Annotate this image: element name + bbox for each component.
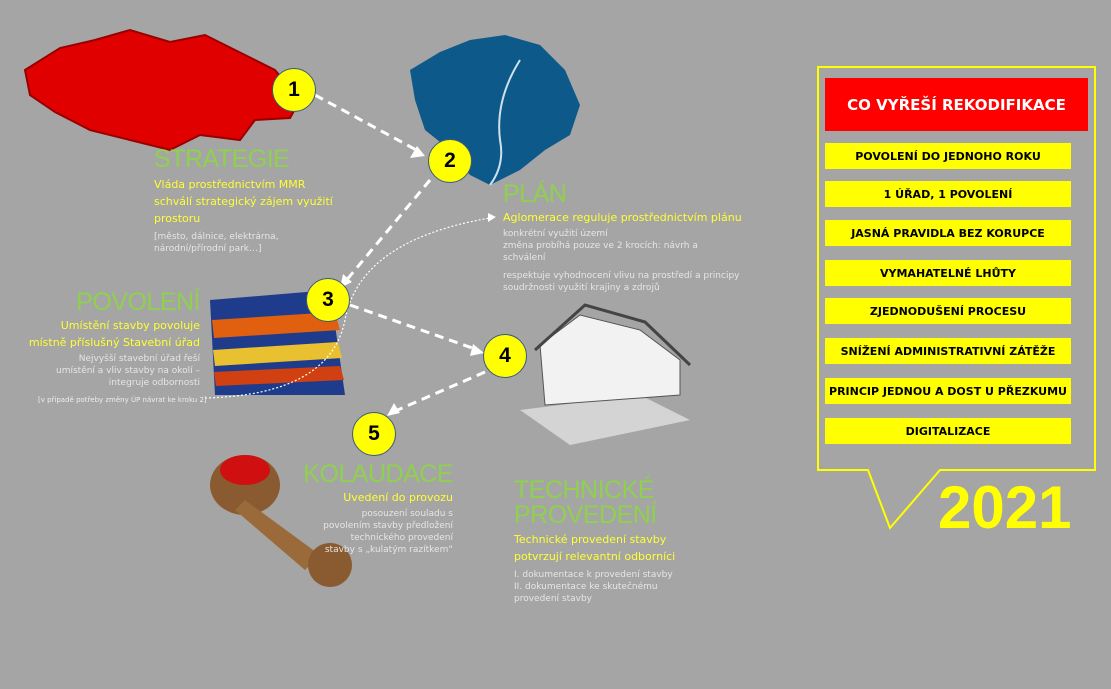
panel-item: PRINCIP JEDNOU A DOST U PŘEZKUMU xyxy=(825,378,1071,404)
step-3-badge: 3 xyxy=(306,278,350,322)
panel-item: ZJEDNODUŠENÍ PROCESU xyxy=(825,298,1071,324)
step-detail: konkrétní využití území xyxy=(503,229,608,239)
czech-map-image xyxy=(23,28,302,152)
step-detail: I. dokumentace k provedení stavby xyxy=(514,570,673,580)
step-subtitle: Technické provedení stavby potvrzují rel… xyxy=(514,533,676,563)
panel-item: 1 ÚŘAD, 1 POVOLENÍ xyxy=(825,181,1071,207)
step-kolaudace: KOLAUDACE Uvedení do provozu posouzení s… xyxy=(300,462,453,556)
step-detail: posouzení souladu s povolením stavby pře… xyxy=(323,509,453,555)
step-detail: respektuje vyhodnocení vlivu na prostřed… xyxy=(503,271,740,293)
step-5-badge: 5 xyxy=(352,412,396,456)
step-technicke-provedeni: TECHNICKÉ PROVEDENÍ Technické provedení … xyxy=(514,478,774,605)
step-1-badge: 1 xyxy=(272,68,316,112)
step-detail: Nejvyšší stavební úřad řeší umístění a v… xyxy=(56,354,200,388)
step-detail: [město, dálnice, elektrárna, národní/pří… xyxy=(154,232,279,254)
panel-outline xyxy=(817,66,1096,530)
return-arrow xyxy=(204,217,491,399)
step-title: TECHNICKÉ PROVEDENÍ xyxy=(514,476,657,529)
step-subtitle: Uvedení do provozu xyxy=(343,491,453,504)
panel-item: POVOLENÍ DO JEDNOHO ROKU xyxy=(825,143,1071,169)
step-note: [v případě potřeby změny ÚP návrat ke kr… xyxy=(38,396,207,404)
folders-stack-image xyxy=(210,290,345,395)
step-detail: II. dokumentace ke skutečnému provedení … xyxy=(514,582,658,604)
stamp-image xyxy=(210,455,352,587)
step-title: POVOLENÍ xyxy=(76,288,200,316)
step-povoleni: POVOLENÍ Umístění stavby povoluje místně… xyxy=(20,288,201,389)
step-title: STRATEGIE xyxy=(154,145,290,173)
step-subtitle: Aglomerace reguluje prostřednictvím plán… xyxy=(503,211,742,224)
step-2-badge: 2 xyxy=(428,139,472,183)
panel-header: CO VYŘEŠÍ REKODIFIKACE xyxy=(825,78,1088,131)
step-subtitle: Umístění stavby povoluje místně příslušn… xyxy=(28,319,200,349)
panel-item: VYMAHATELNÉ LHŮTY xyxy=(825,260,1071,286)
step-title: PLÁN xyxy=(503,180,567,208)
step-subtitle: Vláda prostřednictvím MMR schválí strate… xyxy=(154,178,333,225)
panel-item: SNÍŽENÍ ADMINISTRATIVNÍ ZÁTĚŽE xyxy=(825,338,1071,364)
panel-item: DIGITALIZACE xyxy=(825,418,1071,444)
flow-arrows xyxy=(314,93,486,414)
step-plan: PLÁN Aglomerace reguluje prostřednictvím… xyxy=(503,182,743,294)
step-detail: změna probíhá pouze ve 2 krocích: návrh … xyxy=(503,241,698,263)
house-sketch-image xyxy=(520,303,692,445)
panel-item: JASNÁ PRAVIDLA BEZ KORUPCE xyxy=(825,220,1071,246)
year-label: 2021 xyxy=(938,474,1072,541)
step-4-badge: 4 xyxy=(483,334,527,378)
step-title: KOLAUDACE xyxy=(303,460,453,488)
step-strategie: STRATEGIE Vláda prostřednictvím MMR schv… xyxy=(154,147,344,255)
